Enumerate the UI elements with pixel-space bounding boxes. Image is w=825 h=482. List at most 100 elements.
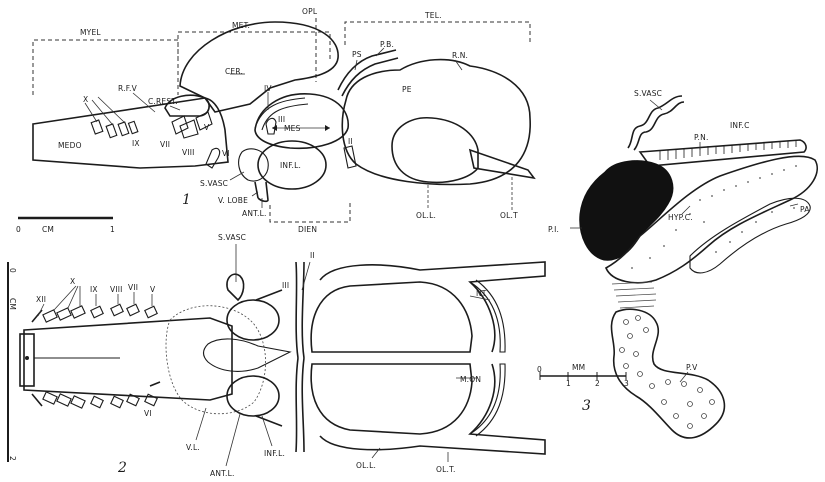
figure-3-pituitary-section: S.VASC INF.C P.N. P.I. HYP.C. PA P.V 3 0… [537,89,817,438]
telencephalon-lower [311,364,472,434]
label-viii-fig2: VIII [110,285,123,294]
medulla-outline [33,98,228,168]
nerve-vi-upper [150,382,160,386]
label-infc-fig3: INF.C [730,121,750,130]
nerve-x-root-lower-3 [71,396,85,408]
label-ii: II [348,137,353,146]
scale-unit-fig1: CM [42,225,54,234]
label-svasc: S.VASC [200,179,228,188]
nerve-x-root-upper-2 [57,308,71,320]
label-ps: PS [352,50,362,59]
scale-zero-fig2: 0 [8,268,17,273]
label-dien: DIEN [298,225,317,234]
figure-number-3: 3 [582,398,591,414]
pars-ventralis-circles [620,316,715,429]
nerve-ix-root-lower [91,396,103,407]
label-nt-fig2: NT [476,289,487,298]
olfactory-lobe-outline [392,118,478,183]
pars-ventralis [611,309,724,438]
figure-1-lateral-view: MYEL MET. OPL TEL. PS P.B. R.N. PE CER. … [16,7,534,234]
label-pn-fig3: P.N. [694,133,709,142]
label-ix-fig2: IX [90,285,98,294]
leader-lines-fig2 [38,286,490,466]
label-v: V [204,123,210,132]
figure-number-2: 2 [117,460,127,476]
nerve-iii-upper [256,290,282,300]
nerve-viii-root [180,120,198,138]
saccus-vasculosus-fig3 [628,96,684,150]
label-antl-fig2: ANT.L. [210,469,235,478]
scale-two-fig3: 2 [595,379,600,388]
label-rn: R.N. [452,51,468,60]
label-crest: C.REST. [148,97,178,106]
leader-vl-fig2 [196,408,206,440]
label-oll-fig2: OL.L. [356,461,376,470]
label-mon-fig2: M.ON [460,375,481,384]
label-iii-fig2: III [282,281,289,290]
label-pv-fig3: P.V [686,363,698,372]
nerve-viii-root-upper [111,304,123,315]
scale-unit-fig3: MM [572,363,585,372]
olfactory-lobe-upper [320,262,545,352]
scale-zero-fig3: 0 [537,365,542,374]
pars-intermedia [580,161,673,260]
nerve-ix-root-upper [91,306,103,317]
inferior-lobe-upper [227,300,279,340]
label-xii-fig2: XII [36,295,46,304]
label-vi-fig2: VI [144,409,152,418]
label-iv: IV [264,84,272,93]
label-opl: OPL [302,7,318,16]
leader-x-1 [85,103,97,122]
label-vii-fig2: VII [128,283,138,292]
label-ii-fig2: II [310,251,315,260]
label-cer: CER. [225,67,243,76]
dien-bracket [270,200,350,222]
label-mes: MES [284,124,301,133]
scale-one-fig3: 1 [566,379,571,388]
leader-x-3 [98,97,124,122]
scale-two-fig2: 2 [8,456,17,461]
label-rfv: R.F.V [118,84,138,93]
label-olt: OL.T [500,211,518,220]
telencephalon-outline [342,60,530,185]
scale-zero-fig1: 0 [16,225,21,234]
optic-lobe-outline [255,94,348,148]
optic-nerve-lower [296,358,304,452]
scale-unit-fig2: CM [8,298,17,310]
vascular-lobe-dotted [166,306,266,414]
label-infl: INF.L. [280,161,301,170]
myel-bracket [33,40,178,95]
label-hypc-fig3: HYP.C. [668,213,693,222]
label-vi: VI [222,149,230,158]
label-infl-fig2: INF.L. [264,449,285,458]
medulla-ventral [24,318,232,400]
label-medo: MEDO [58,141,82,150]
label-vii: VII [160,140,170,149]
mes-arrow-right-head [325,125,330,131]
label-antl: ANT.L. [242,209,267,218]
label-met: MET. [232,21,250,30]
striated-zone [612,282,656,308]
nerve-iii-root [266,118,276,134]
nerve-x-root-upper-3 [71,306,85,318]
nerve-vii-root [172,116,188,134]
olfactory-tract [470,150,534,178]
label-vl-fig2: V.L. [186,443,200,452]
label-oll: OL.L. [416,211,436,220]
nerve-x-root-lower-1 [43,392,57,404]
label-pa-fig3: PA [800,205,810,214]
telencephalon-upper [311,282,472,352]
nerve-v-root-upper [145,306,157,317]
nerve-xii-lower [32,394,42,406]
figure-number-1: 1 [182,192,191,208]
label-svasc-fig2: S.VASC [218,233,246,242]
pars-nervosa-hatching [660,140,796,160]
figure-2-ventral-view: 0 CM 2 [8,233,545,478]
label-v-fig2: V [150,285,156,294]
label-tel: TEL. [424,11,442,20]
leader-antl-fig2 [226,414,240,466]
nerve-viii-root-lower [111,396,123,407]
nerve-vii-root-upper [127,304,139,315]
leader-svasc [230,172,244,180]
